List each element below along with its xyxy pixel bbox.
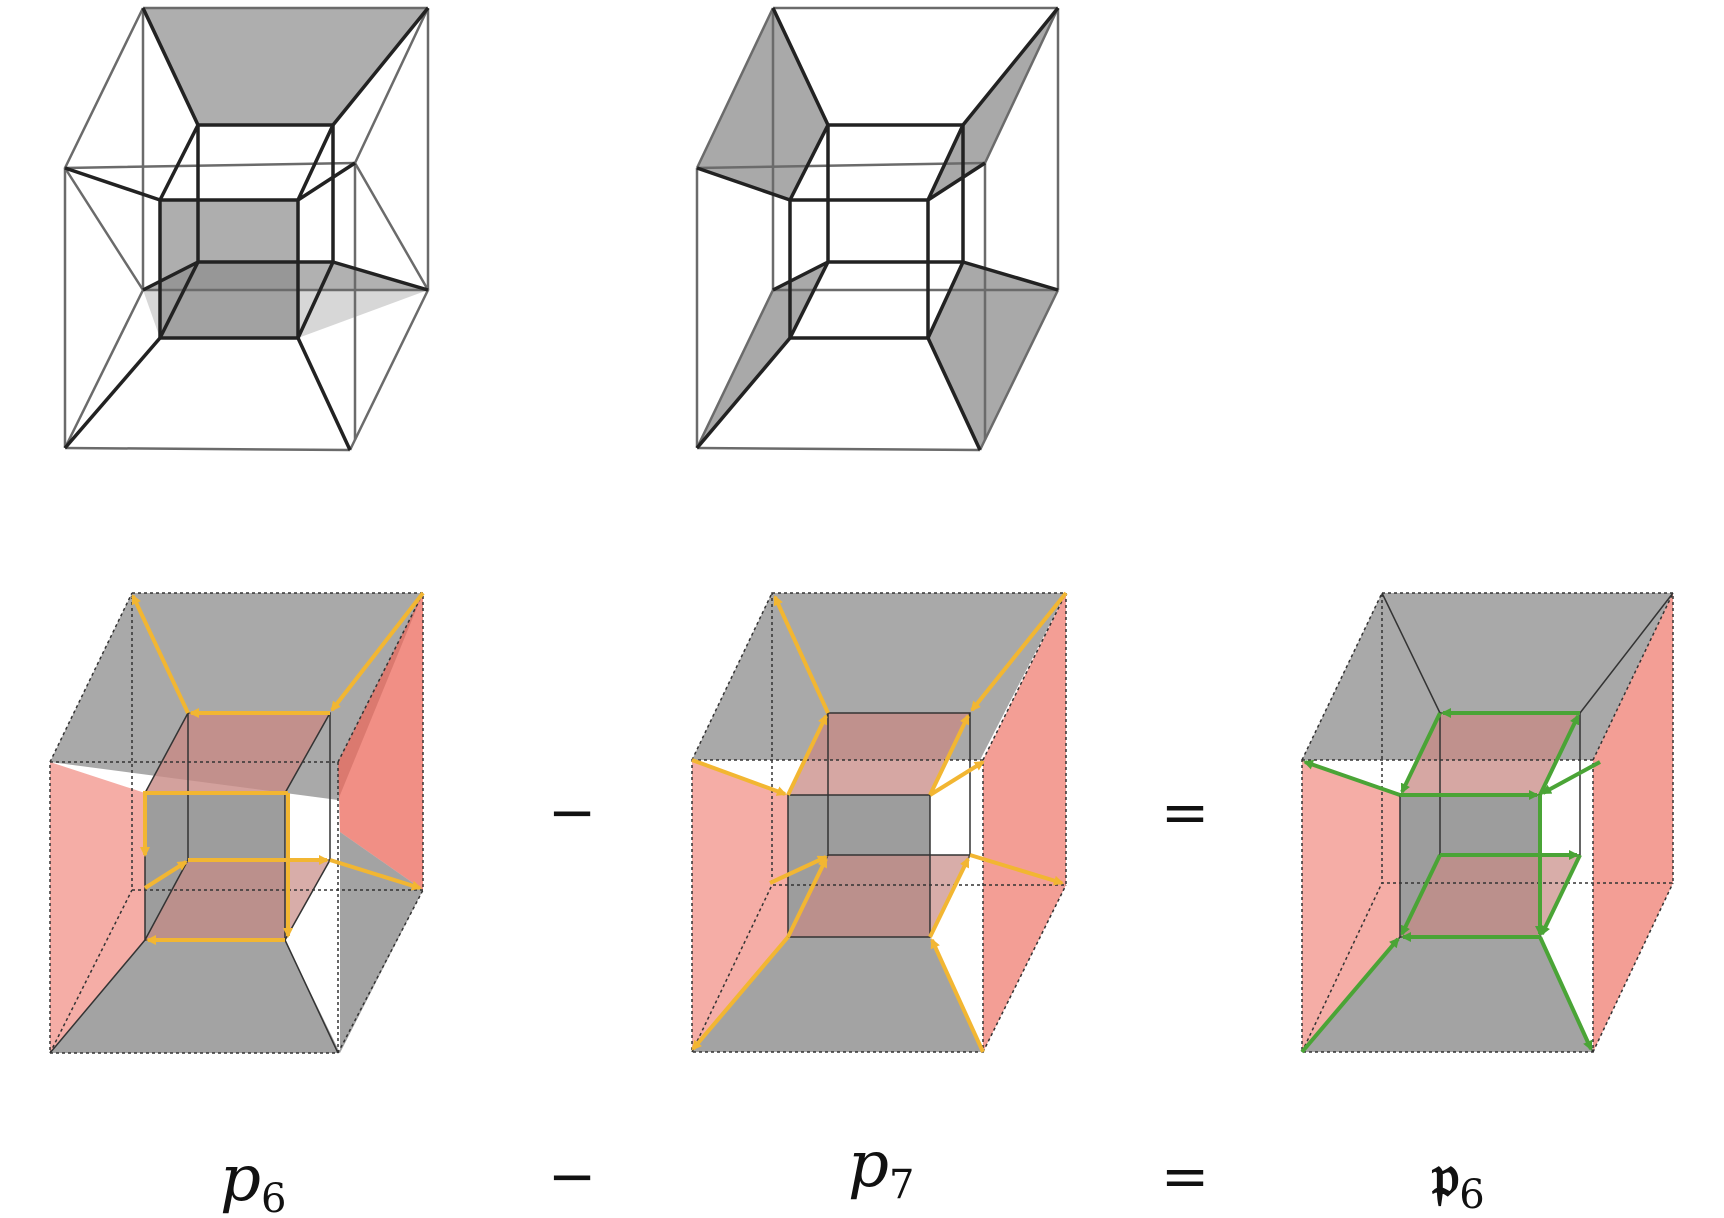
arrow: [786, 857, 828, 938]
minus-sign-bottom: −: [548, 1142, 597, 1210]
tesseract-top-left: [63, 6, 430, 452]
arrow: [1300, 937, 1400, 1054]
arrow: [143, 860, 188, 890]
arrow: [969, 853, 1064, 886]
arrow: [786, 714, 828, 796]
arrow: [773, 595, 830, 714]
arrow: [769, 855, 828, 885]
term-p6-base: p: [220, 1142, 261, 1216]
arrow: [1541, 760, 1601, 795]
arrow: [1540, 854, 1582, 936]
term-p7: p7: [848, 1128, 914, 1208]
shaded-face-top: [143, 8, 428, 125]
arrow: [329, 858, 422, 891]
arrow: [928, 714, 970, 796]
cube-middle-left: [49, 591, 425, 1054]
arrow: [1538, 714, 1580, 796]
arrow: [1400, 854, 1442, 936]
arrow: [1538, 936, 1593, 1051]
arrow: [970, 591, 1068, 712]
arrow: [1303, 759, 1401, 797]
equation: p6 − p7 = 𝔭6: [220, 1128, 1485, 1218]
equals-sign-middle: =: [1161, 778, 1210, 846]
arrow: [930, 938, 985, 1053]
arrow: [928, 857, 970, 938]
term-frak-p6-base: 𝔭: [1431, 1141, 1459, 1211]
term-p7-base: p: [848, 1128, 889, 1202]
term-frak-p6: 𝔭6: [1431, 1141, 1485, 1218]
term-p6-subscript: 6: [261, 1176, 286, 1218]
arrow: [140, 791, 288, 857]
shaded-face-mid: [143, 262, 428, 338]
term-p7-subscript: 7: [889, 1162, 914, 1208]
arrow: [131, 594, 190, 714]
minus-sign-middle: −: [548, 778, 597, 846]
equals-sign-bottom: =: [1161, 1142, 1210, 1210]
arrow: [330, 591, 425, 712]
shaded-face-right-upper: [928, 8, 1058, 200]
cube-middle-right: [1300, 592, 1674, 1054]
arrow: [928, 760, 985, 797]
tesseract-top-middle: [695, 6, 1060, 452]
arrow: [1400, 712, 1442, 794]
shaded-face-left-upper: [697, 8, 828, 200]
arrow: [691, 935, 790, 1051]
arrow: [691, 758, 787, 796]
cube-middle-center: [691, 591, 1068, 1053]
shaded-face-center: [160, 200, 298, 338]
shaded-face-left-lower: [697, 262, 828, 448]
term-p6: p6: [220, 1142, 286, 1218]
term-frak-p6-subscript: 6: [1459, 1172, 1484, 1218]
shaded-face-right-lower: [928, 262, 1058, 450]
